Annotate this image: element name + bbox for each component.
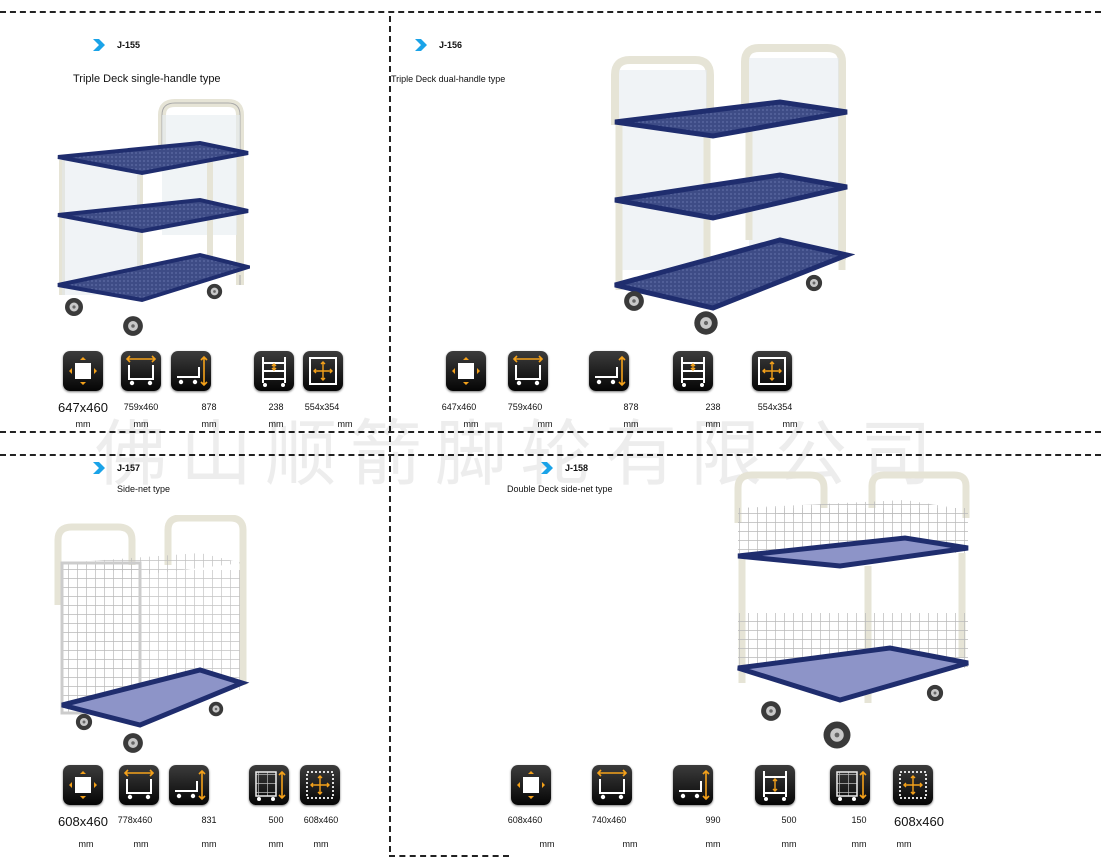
- spec-unit: mm: [539, 839, 555, 849]
- product-image-j158: [734, 471, 970, 749]
- spec-value: 831: [201, 815, 217, 825]
- overall-size-icon: [119, 765, 159, 805]
- product-code: J-156: [415, 39, 462, 51]
- net-height-icon: [830, 765, 870, 805]
- spec-unit: mm: [201, 419, 217, 429]
- product-image-j157: [54, 515, 250, 753]
- platform-size-icon: [446, 351, 486, 391]
- spec-unit: mm: [337, 419, 353, 429]
- spec-value: 759x460: [507, 402, 543, 412]
- spec-value: 647x460: [441, 402, 477, 412]
- deck-size-icon: [752, 351, 792, 391]
- spec-value: 500: [268, 815, 284, 825]
- platform-size-icon: [63, 351, 103, 391]
- spec-unit: mm: [705, 839, 721, 849]
- spec-unit: mm: [313, 839, 329, 849]
- spec-value: 608x460: [58, 814, 108, 829]
- platform-size-icon: [63, 765, 103, 805]
- height-icon: [673, 765, 713, 805]
- product-subtitle: Triple Deck single-handle type: [73, 73, 221, 85]
- height-icon: [589, 351, 629, 391]
- product-code-label: J-156: [439, 40, 463, 50]
- spec-value: 878: [201, 402, 217, 412]
- chevron-icon: [415, 39, 427, 51]
- spec-unit: mm: [268, 419, 284, 429]
- overall-size-icon: [592, 765, 632, 805]
- product-code-label: J-158: [565, 463, 589, 473]
- chevron-icon: [93, 462, 105, 474]
- spec-unit: mm: [133, 419, 149, 429]
- deck-spacing-icon: [673, 351, 713, 391]
- net-height-icon: [249, 765, 289, 805]
- spec-value: 990: [705, 815, 721, 825]
- platform-size-icon: [511, 765, 551, 805]
- spec-unit: mm: [622, 839, 638, 849]
- product-code: J-158: [541, 462, 588, 474]
- divider-middle-1: [0, 431, 1101, 433]
- spec-value: 608x460: [507, 815, 543, 825]
- watermark: 佛山顺箭脚轮有限公司: [95, 412, 946, 496]
- chevron-icon: [93, 39, 105, 51]
- spec-unit: mm: [782, 419, 798, 429]
- spec-unit: mm: [78, 839, 94, 849]
- divider-top: [0, 11, 1101, 13]
- product-code-label: J-155: [117, 40, 141, 50]
- divider-middle-2: [0, 454, 1101, 456]
- spec-unit: mm: [133, 839, 149, 849]
- product-subtitle: Triple Deck dual-handle type: [391, 74, 506, 84]
- product-subtitle: Double Deck side-net type: [507, 484, 613, 494]
- deck-spacing-icon: [254, 351, 294, 391]
- spec-value: 554x354: [304, 402, 340, 412]
- net-size-icon: [300, 765, 340, 805]
- product-code: J-155: [93, 39, 140, 51]
- spec-value: 608x460: [303, 815, 339, 825]
- overall-size-icon: [121, 351, 161, 391]
- spec-unit: mm: [75, 419, 91, 429]
- spec-value: 778x460: [117, 815, 153, 825]
- height-icon: [169, 765, 209, 805]
- spec-value: 759x460: [123, 402, 159, 412]
- spec-unit: mm: [896, 839, 912, 849]
- divider-vertical: [389, 16, 391, 852]
- height-icon: [171, 351, 211, 391]
- product-image-j155: [57, 99, 250, 336]
- spec-value: 554x354: [757, 402, 793, 412]
- spec-unit: mm: [201, 839, 217, 849]
- spec-unit: mm: [537, 419, 553, 429]
- deck-size-icon: [303, 351, 343, 391]
- spec-unit: mm: [705, 419, 721, 429]
- product-image-j156: [611, 44, 855, 335]
- spec-value: 238: [705, 402, 721, 412]
- spec-unit: mm: [623, 419, 639, 429]
- spec-unit: mm: [781, 839, 797, 849]
- divider-bottom: [389, 855, 509, 857]
- spec-value: 238: [268, 402, 284, 412]
- spec-value: 608x460: [894, 814, 944, 829]
- spec-value: 500: [781, 815, 797, 825]
- spec-unit: mm: [463, 419, 479, 429]
- chevron-icon: [541, 462, 553, 474]
- product-subtitle: Side-net type: [117, 484, 171, 494]
- overall-size-icon: [508, 351, 548, 391]
- spec-unit: mm: [268, 839, 284, 849]
- spec-value: 150: [851, 815, 867, 825]
- deck-spacing-icon: [755, 765, 795, 805]
- spec-value: 647x460: [58, 400, 108, 415]
- product-code-label: J-157: [117, 463, 141, 473]
- product-code: J-157: [93, 462, 140, 474]
- spec-value: 878: [623, 402, 639, 412]
- spec-value: 740x460: [591, 815, 627, 825]
- net-size-icon: [893, 765, 933, 805]
- spec-unit: mm: [851, 839, 867, 849]
